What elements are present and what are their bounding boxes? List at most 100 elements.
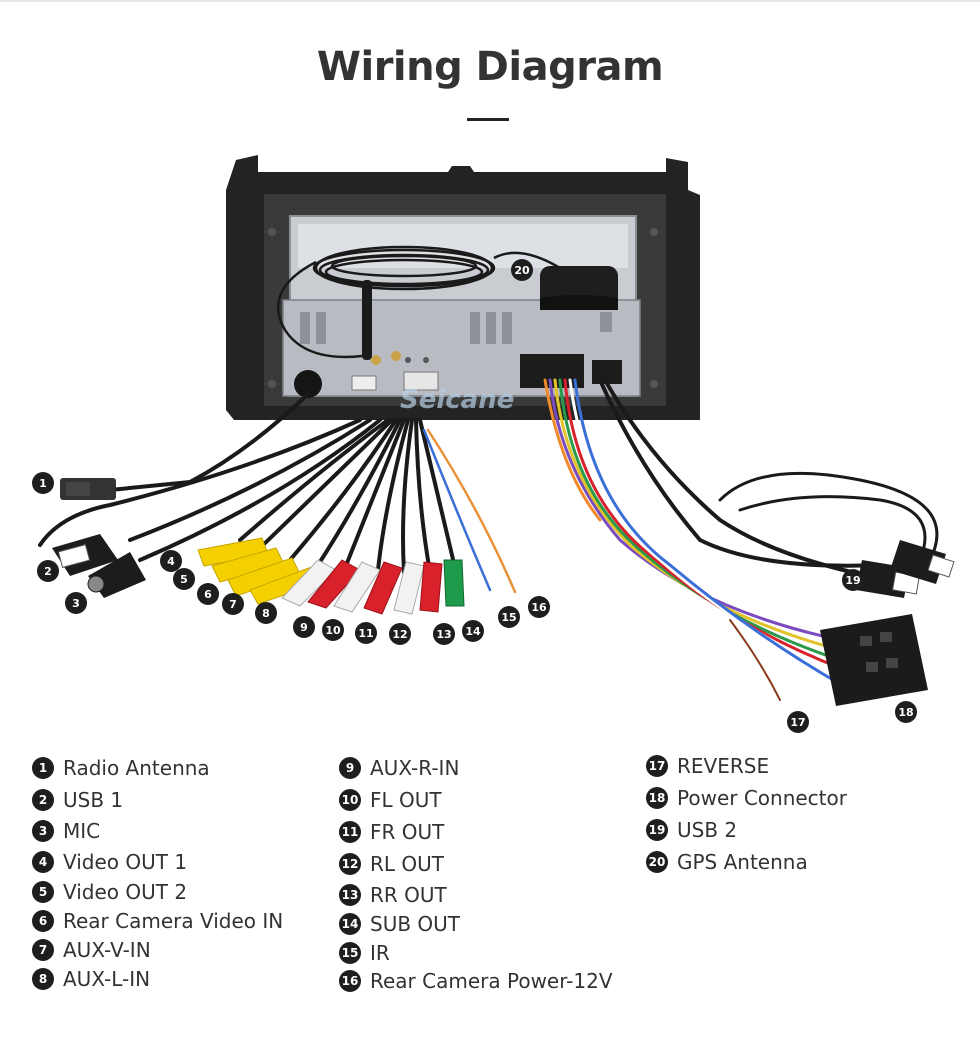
legend-label: Power Connector bbox=[677, 786, 847, 810]
legend-item: 11 FR OUT bbox=[339, 816, 613, 848]
marker-circle bbox=[389, 623, 411, 645]
legend-label: FR OUT bbox=[370, 820, 445, 844]
legend-label: RR OUT bbox=[370, 882, 447, 907]
marker-number: 13 bbox=[436, 628, 451, 641]
legend-item: 8 AUX-L-IN bbox=[32, 964, 283, 993]
legend-item: 20 GPS Antenna bbox=[646, 846, 847, 878]
marker-number: 1 bbox=[39, 477, 47, 490]
legend-label: Rear Camera Power-12V bbox=[370, 969, 613, 993]
marker-number: 12 bbox=[392, 628, 407, 641]
marker-number: 19 bbox=[845, 574, 860, 587]
legend-number-badge: 8 bbox=[32, 967, 54, 990]
legend-number-badge: 4 bbox=[32, 850, 54, 873]
legend-number-badge: 20 bbox=[646, 851, 668, 873]
legend-column-3: 17 REVERSE 18 Power Connector 19 USB 2 20 GPS A… bbox=[646, 750, 847, 878]
marker-circle bbox=[37, 560, 59, 582]
usb-2-connectors bbox=[856, 540, 955, 598]
legend-number-badge: 14 bbox=[339, 912, 361, 935]
marker-circle bbox=[65, 592, 87, 614]
marker-number: 6 bbox=[204, 588, 212, 601]
legend-item: 16 Rear Camera Power-12V bbox=[339, 967, 613, 995]
legend-label: Video OUT 2 bbox=[63, 879, 188, 904]
marker-circle bbox=[173, 568, 195, 590]
legend-item: 18 Power Connector bbox=[646, 782, 847, 814]
rca-yellow-plugs bbox=[197, 537, 323, 605]
legend-item: 5 Video OUT 2 bbox=[32, 877, 283, 906]
legend-number-badge: 16 bbox=[339, 970, 361, 992]
legend-label: Video OUT 1 bbox=[63, 849, 188, 874]
radio-antenna-connector bbox=[60, 478, 116, 500]
marker-circle bbox=[511, 259, 533, 281]
legend-number-badge: 19 bbox=[646, 819, 668, 841]
marker-circle bbox=[255, 602, 277, 624]
legend-number-badge: 7 bbox=[32, 938, 54, 961]
legend-number-badge: 11 bbox=[339, 821, 361, 843]
marker-circle bbox=[462, 620, 484, 642]
legend-label: Rear Camera Video IN bbox=[63, 908, 284, 933]
marker-circle bbox=[842, 569, 864, 591]
marker-circle bbox=[160, 550, 182, 572]
legend-item: 4 Video OUT 1 bbox=[32, 846, 283, 877]
legend-label: AUX-V-IN bbox=[63, 937, 151, 962]
legend-item: 7 AUX-V-IN bbox=[32, 935, 283, 964]
rca-audio-plugs bbox=[281, 559, 465, 615]
marker-number: 11 bbox=[358, 627, 373, 640]
legend-label: REVERSE bbox=[677, 754, 770, 778]
legend-label: USB 2 bbox=[677, 818, 738, 842]
legend-number-badge: 9 bbox=[339, 757, 361, 779]
mic-connector bbox=[87, 552, 146, 598]
marker-number: 7 bbox=[229, 598, 237, 611]
legend-label: IR bbox=[370, 940, 390, 965]
marker-circle bbox=[433, 623, 455, 645]
legend-item: 3 MIC bbox=[32, 815, 283, 846]
marker-number: 16 bbox=[531, 601, 547, 614]
legend-label: AUX-L-IN bbox=[63, 966, 151, 991]
legend-label: GPS Antenna bbox=[677, 850, 808, 874]
radio-unit: Seicane bbox=[226, 155, 700, 420]
legend-number-badge: 12 bbox=[339, 853, 361, 875]
legend-number-badge: 3 bbox=[32, 819, 54, 842]
top-rule bbox=[0, 0, 980, 2]
usb-1-connector bbox=[52, 534, 118, 576]
legend-number-badge: 5 bbox=[32, 880, 54, 903]
power-connector bbox=[820, 614, 928, 706]
marker-circle bbox=[787, 711, 809, 733]
marker-number: 4 bbox=[167, 555, 175, 568]
marker-number: 10 bbox=[325, 624, 341, 637]
legend-item: 12 RL OUT bbox=[339, 848, 613, 880]
marker-circle bbox=[197, 583, 219, 605]
marker-number: 17 bbox=[790, 716, 805, 729]
marker-number: 14 bbox=[465, 625, 481, 638]
legend-number-badge: 1 bbox=[32, 757, 54, 779]
legend-label: USB 1 bbox=[63, 787, 124, 812]
legend-number-badge: 17 bbox=[646, 755, 668, 777]
marker-number: 2 bbox=[44, 565, 52, 578]
legend-label: RL OUT bbox=[370, 852, 444, 876]
legend-label: MIC bbox=[63, 818, 101, 843]
page-title: Wiring Diagram bbox=[316, 44, 664, 90]
marker-number: 3 bbox=[72, 597, 80, 610]
marker-circle bbox=[355, 622, 377, 644]
legend-number-badge: 10 bbox=[339, 789, 361, 811]
legend-number-badge: 13 bbox=[339, 883, 361, 906]
marker-circle bbox=[528, 596, 550, 618]
marker-number: 8 bbox=[262, 607, 270, 620]
legend-item: 19 USB 2 bbox=[646, 814, 847, 846]
marker-number: 5 bbox=[180, 573, 188, 586]
legend-item: 17 REVERSE bbox=[646, 750, 847, 782]
marker-circle bbox=[322, 619, 344, 641]
legend-number-badge: 15 bbox=[339, 941, 361, 964]
legend-number-badge: 18 bbox=[646, 787, 668, 809]
marker-circle bbox=[498, 606, 520, 628]
legend-item: 15 IR bbox=[339, 938, 613, 967]
marker-number: 18 bbox=[898, 706, 913, 719]
